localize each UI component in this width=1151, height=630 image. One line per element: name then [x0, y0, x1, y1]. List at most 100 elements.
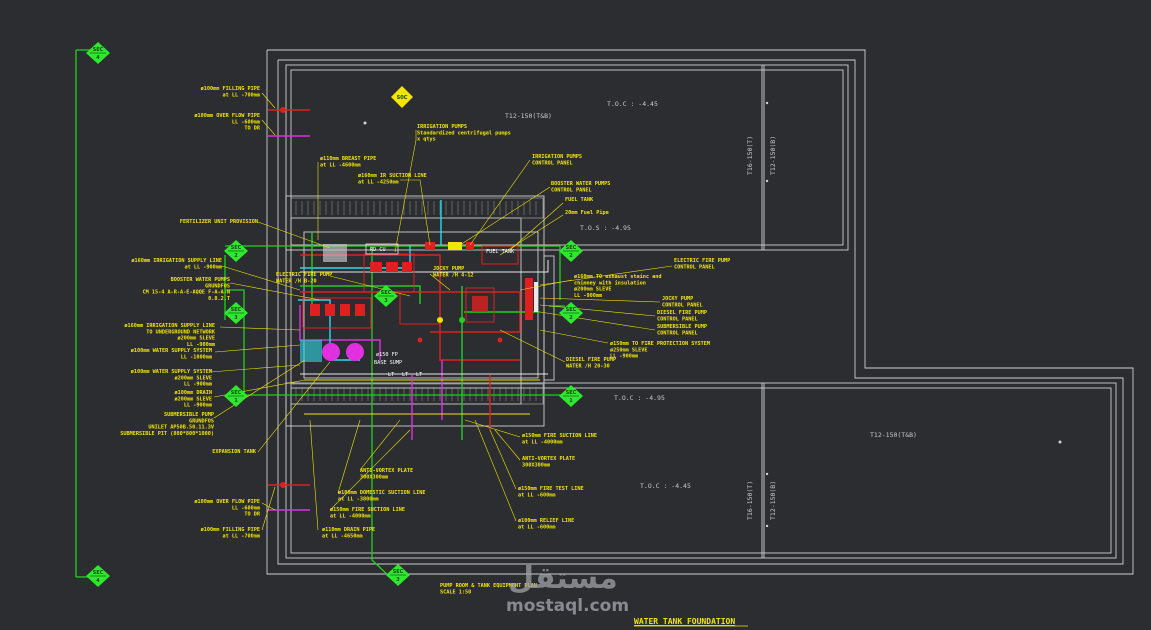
booster-pump-1 [310, 304, 320, 316]
booster-pump-3 [340, 304, 350, 316]
leader-sub-ctrl [539, 311, 656, 331]
rdcu-box [365, 243, 399, 255]
section-tag-diamond [391, 86, 413, 108]
label-line: at LL -900mm [185, 264, 222, 270]
label-line: CONTROL PANEL [662, 302, 703, 308]
label-line: JOCKY PUMP [662, 296, 693, 302]
valve-3 [417, 337, 423, 343]
label-fertilizer: FERTILIZER UNIT PROVISION [180, 219, 258, 225]
label-line: ø110mm BREAST PIPE [320, 156, 376, 162]
label-line: ø100mm WATER SUPPLY SYSTEM [131, 348, 212, 354]
label-line: at LL -4650mm [322, 533, 363, 539]
label-line: ø160mm TO exhaust stainc and [574, 274, 661, 280]
small-mark-4 [765, 179, 769, 183]
section-tag-text: 2 [234, 253, 238, 259]
leader-fuel-pipe [499, 214, 564, 256]
label-line: at LL -700mm [223, 92, 260, 98]
section-tag-text: SEC [393, 569, 404, 575]
bottom-level-label: T.O.C : -4.45 [640, 482, 691, 490]
label-line: at LL -3800mm [338, 496, 379, 502]
section-tag-text: 2 [569, 315, 573, 321]
control-panel-top-2 [448, 242, 462, 250]
bottom-top-level-label: T.O.C : -4.95 [614, 394, 665, 402]
section-tag-text: SEC [93, 570, 104, 576]
label-line: ANTI-VORTEX PLATE [360, 468, 413, 474]
hatch-bottom [290, 383, 544, 405]
label-line: at LL -4600mm [320, 162, 361, 168]
top-bottom-level-label: T.O.S : -4.95 [580, 224, 631, 232]
label-line: ELECTRIC FIRE PUMP [276, 272, 332, 278]
bottom-rebar-label: T12-150(T&B) [870, 431, 917, 439]
small-mark-5 [765, 472, 769, 476]
label-fuel-pipe: 20mm Fuel Pipe [565, 210, 609, 216]
label-fuel-tank: FUEL TANK [565, 197, 594, 203]
control-panel-right-2 [534, 282, 538, 312]
control-panel-top-1 [425, 242, 435, 250]
hatch-top [290, 197, 544, 219]
label-line: CONTROL PANEL [532, 160, 573, 166]
section-lines [75, 49, 565, 578]
control-panel-top-3 [466, 242, 474, 250]
label-line: ø250mm SLEVE [610, 347, 647, 353]
section-tag-text: SEC [231, 307, 242, 313]
label-line: ø100mm DOMESTIC SUCTION LINE [338, 490, 425, 496]
label-line: BOOSTER WATER PUMPS [171, 277, 230, 283]
label-line: IRRIGATION PUMPS [532, 154, 582, 160]
cyan-line [298, 299, 360, 361]
top-vert-2: T12-150(B) [769, 136, 777, 175]
top-rebar-label: T12-150(T&B) [505, 112, 552, 120]
section-tags: SEC4SEC4SEC2SEC3SEC1SEC3SEC3SEC2SEC2SEC1… [86, 42, 583, 587]
leader-irr-ctrl [469, 159, 531, 246]
label-line: ø150mm TO FIRE PROTECTION SYSTEM [610, 341, 710, 347]
leader-fire-suction [464, 419, 521, 438]
section-tag-text: 1 [234, 398, 238, 404]
label-line: LL -900mm [574, 293, 602, 299]
section-tag-tank-top: S0C [391, 86, 413, 108]
label-line: IRRIGATION PUMPS [417, 124, 467, 130]
rdcu-label: RD CU [370, 247, 386, 253]
label-line: LL -600mm [232, 505, 260, 511]
watermark-latin: mostaql.com [506, 596, 629, 616]
leader-ir-suction [400, 179, 431, 246]
section-tag-text: SEC [93, 47, 104, 53]
label-line: CM 15-4 A-R-A-E-AQQE F-A-A-N [143, 290, 230, 296]
footer-title: WATER TANK FOUNDATION [634, 617, 735, 626]
label-line: 300X300mm [522, 462, 550, 468]
label-line: PUMP ROOM & TANK EQUIPMENT PLAN [440, 583, 537, 589]
irrigation-pump-2 [386, 262, 398, 272]
section-tag-text: 2 [569, 253, 573, 259]
lt-mark-3: LT [416, 372, 422, 378]
label-line: EXPANSION TANK [212, 449, 257, 455]
label-line: ø110mm DRAIN PIPE [322, 527, 375, 533]
label-line: ø200mm SLEVE [574, 287, 611, 293]
valve-5 [280, 107, 286, 113]
label-line: SUBMERSIBLE PUMP [164, 412, 214, 418]
label-line: CONTROL PANEL [657, 330, 698, 336]
leader-submersible [213, 359, 306, 419]
fire-pipe-label: ø150 FP [376, 352, 398, 358]
leader-irr-supply [221, 265, 301, 291]
leader-anti-vortex-b [359, 419, 401, 471]
diesel-fire-pump [465, 287, 495, 323]
label-line: at LL -600mm [518, 524, 555, 530]
section-tag-text: 4 [96, 578, 100, 584]
label-line: 0.8.2.T [208, 296, 230, 302]
